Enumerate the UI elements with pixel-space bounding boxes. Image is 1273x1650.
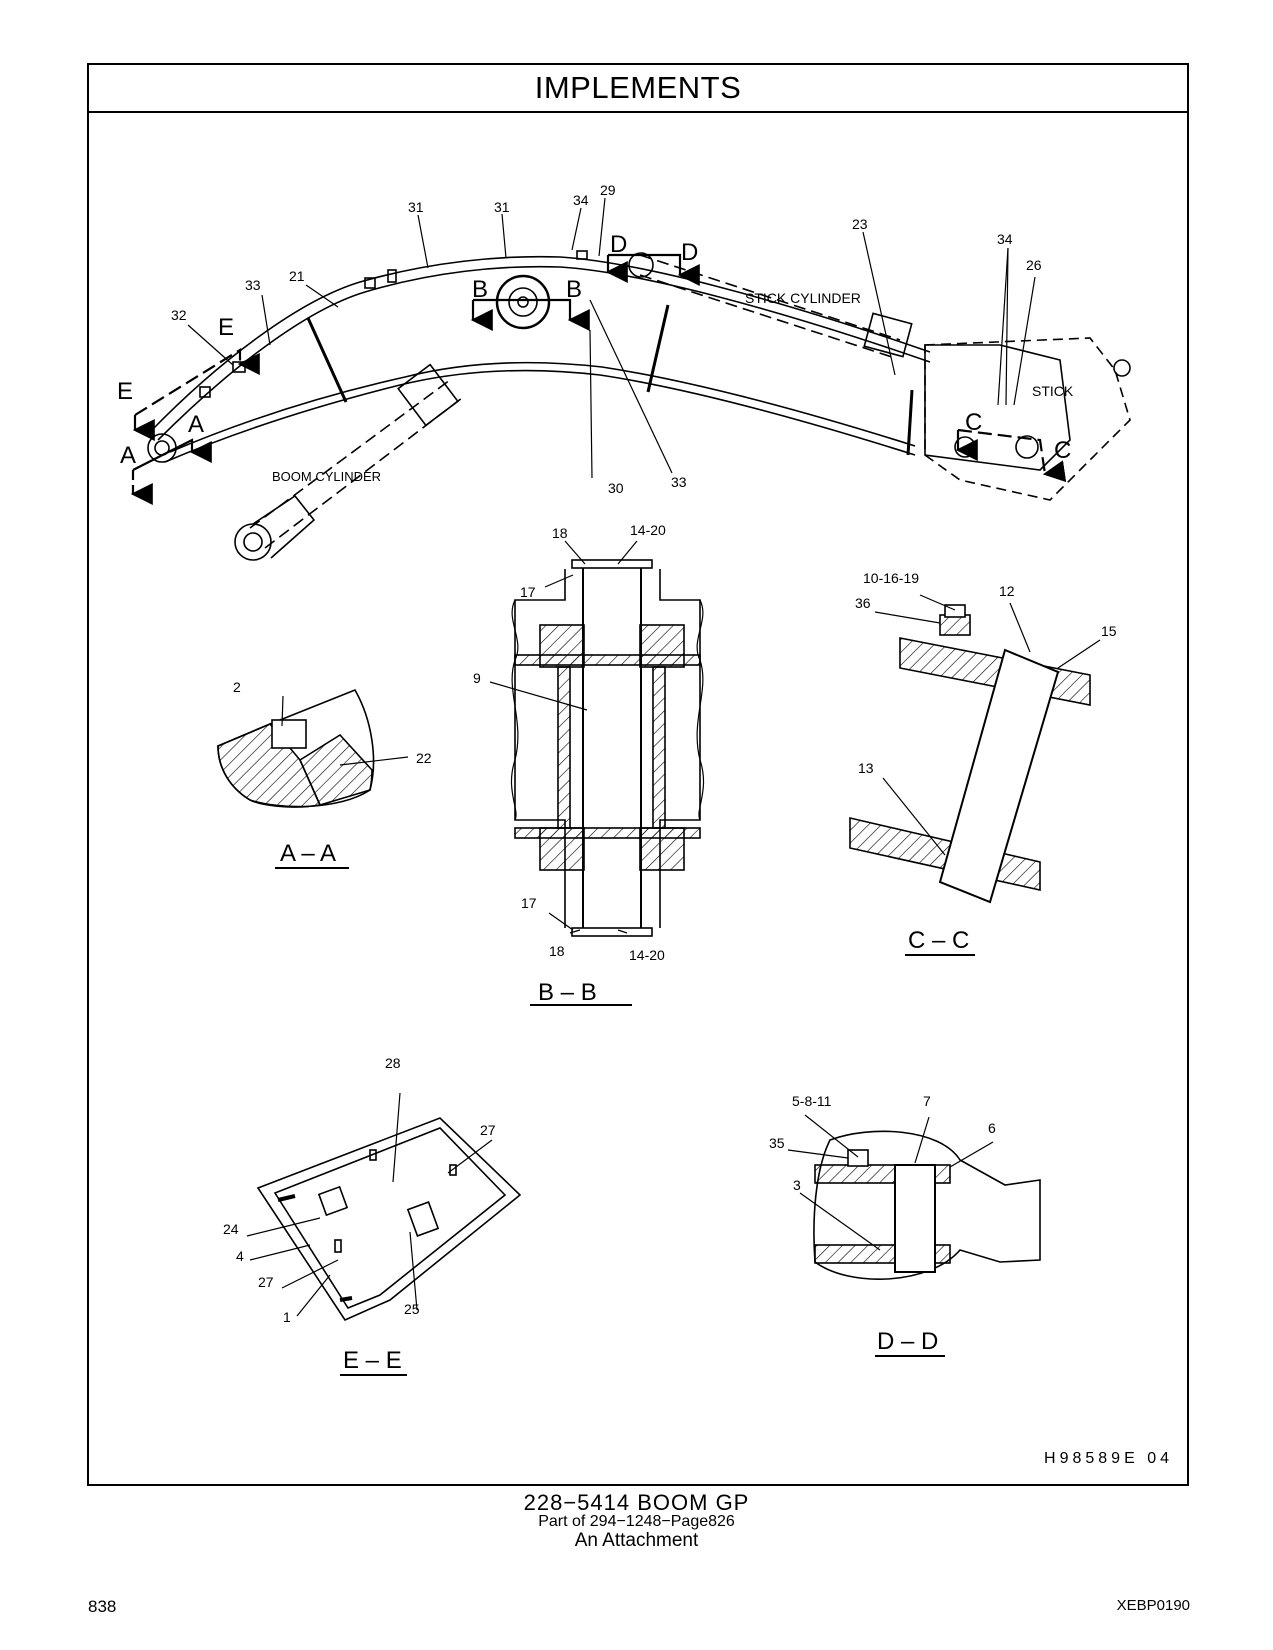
section-lines <box>130 253 1067 505</box>
attachment-note: An Attachment <box>574 1530 699 1551</box>
section-letter-d-1: D <box>610 231 627 258</box>
callout-24: 24 <box>223 1221 239 1237</box>
callout-14-20-bottom: 14-20 <box>629 947 665 963</box>
callout-27-b: 27 <box>258 1274 274 1290</box>
boom-assembly <box>147 250 1131 561</box>
bb-pin <box>582 564 642 931</box>
title-bar: IMPLEMENTS <box>89 65 1187 113</box>
boom-cylinder <box>249 379 463 549</box>
boom-outline-upper-inner <box>157 265 931 441</box>
callout-9: 9 <box>473 670 481 686</box>
view-title-bb: B – B <box>538 979 597 1006</box>
callout-7: 7 <box>923 1093 931 1109</box>
callout-17-top: 17 <box>520 584 536 600</box>
callout-10-16-19: 10-16-19 <box>863 570 919 586</box>
section-letter-a-1: A <box>120 442 136 469</box>
label-boom-cylinder: BOOM CYLINDER <box>272 469 381 484</box>
section-letter-e-2: E <box>218 314 234 341</box>
callout-21: 21 <box>289 268 305 284</box>
callout-14-20-top: 14-20 <box>630 522 666 538</box>
document-code: XEBP0190 <box>1116 1597 1190 1614</box>
callout-15: 15 <box>1101 623 1117 639</box>
cc-pin-body <box>938 648 1060 904</box>
page-title: IMPLEMENTS <box>534 70 742 105</box>
view-title-aa: A – A <box>280 840 336 867</box>
view-title-ee: E – E <box>343 1347 402 1374</box>
leader-lines <box>187 197 1101 1317</box>
callout-30: 30 <box>608 480 624 496</box>
callout-32: 32 <box>171 307 187 323</box>
callout-1: 1 <box>283 1309 291 1325</box>
boom-outline-upper <box>149 255 931 433</box>
callout-6: 6 <box>988 1120 996 1136</box>
stick-body <box>924 337 1131 501</box>
part-caption: 228−5414 BOOM GP <box>523 1490 750 1515</box>
part-of-caption: Part of 294−1248−Page826 <box>538 1513 735 1530</box>
callout-34-b: 34 <box>997 231 1013 247</box>
callout-3: 3 <box>793 1177 801 1193</box>
view-title-cc: C – C <box>908 927 969 954</box>
diagram-frame: IMPLEMENTS H98589E 04 <box>87 63 1189 1486</box>
label-stick-cylinder: STICK CYLINDER <box>745 290 861 306</box>
section-aa <box>217 688 375 869</box>
callout-17-bottom: 17 <box>521 895 537 911</box>
diagram-text: STICK CYLINDER BOOM CYLINDER STICK A A E… <box>117 182 1117 1374</box>
callout-2: 2 <box>233 679 241 695</box>
callout-12: 12 <box>999 583 1015 599</box>
callout-35: 35 <box>769 1135 785 1151</box>
callout-29: 29 <box>600 182 616 198</box>
cc-pin <box>1015 435 1039 459</box>
section-letter-b-2: B <box>566 276 582 303</box>
callout-28: 28 <box>385 1055 401 1071</box>
view-title-dd: D – D <box>877 1328 938 1355</box>
section-cc <box>849 604 1091 956</box>
section-dd <box>813 1130 1041 1357</box>
callout-25: 25 <box>404 1301 420 1317</box>
callout-26: 26 <box>1026 257 1042 273</box>
callout-23: 23 <box>852 216 868 232</box>
section-bb <box>510 559 705 1006</box>
callout-18-bottom: 18 <box>549 943 565 959</box>
callout-33-b: 33 <box>671 474 687 490</box>
section-letter-a-2: A <box>188 411 204 438</box>
bb-pin-boss <box>495 274 551 330</box>
section-letter-c-1: C <box>965 409 982 436</box>
section-letter-b-1: B <box>472 276 488 303</box>
callout-31-b: 31 <box>494 199 510 215</box>
callout-4: 4 <box>236 1248 244 1264</box>
callout-34-a: 34 <box>573 192 589 208</box>
callout-13: 13 <box>858 760 874 776</box>
boom-outline-lower <box>164 369 916 463</box>
callout-31-a: 31 <box>408 199 424 215</box>
label-stick: STICK <box>1032 383 1074 399</box>
callout-33-a: 33 <box>245 277 261 293</box>
callout-27-a: 27 <box>480 1122 496 1138</box>
boom-outline-lower-inner <box>169 361 916 453</box>
callout-22: 22 <box>416 750 432 766</box>
section-letter-c-2: C <box>1054 437 1071 464</box>
section-letter-e-1: E <box>117 378 133 405</box>
drawing-id: H98589E 04 <box>1044 1450 1173 1467</box>
callout-5-8-11: 5-8-11 <box>792 1093 832 1109</box>
section-letter-d-2: D <box>681 239 698 266</box>
callout-36: 36 <box>855 595 871 611</box>
page-number: 838 <box>88 1597 117 1616</box>
callout-18-top: 18 <box>552 525 568 541</box>
section-ee <box>256 1117 522 1376</box>
dd-pin <box>894 1164 936 1273</box>
